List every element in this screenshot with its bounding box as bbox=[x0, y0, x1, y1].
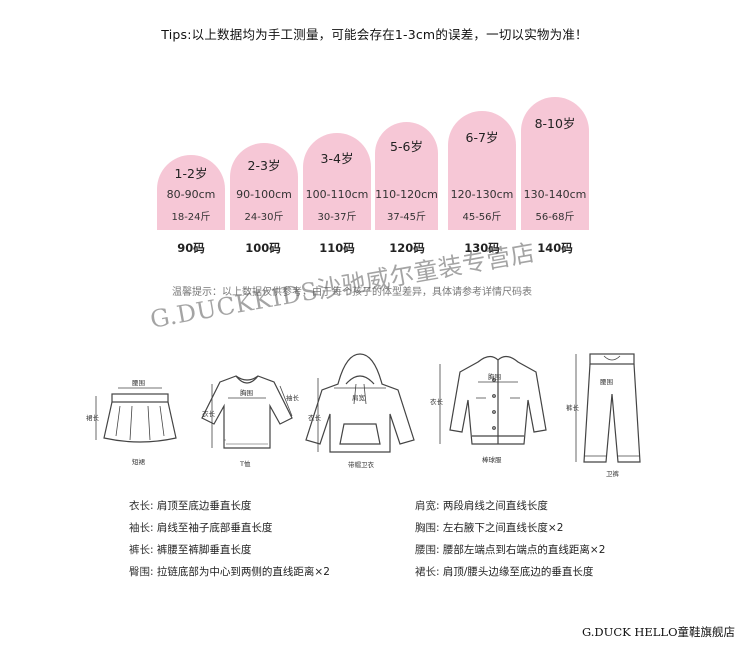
jacket-label: 棒球服 bbox=[482, 455, 502, 464]
measurement-legend-left: 衣长: 肩顶至底边垂直长度 袖长: 肩线至袖子底部垂直长度 裤长: 裤腰至裤脚垂… bbox=[129, 495, 330, 583]
legend-row: 臀围: 拉链底部为中心到两侧的直线距离×2 bbox=[129, 566, 330, 578]
size-code: 100码 bbox=[245, 241, 281, 255]
card-age: 1-2岁 bbox=[174, 166, 208, 181]
garment-sketches: 短裙 腰围 裙长 T恤 胸围 袖长 衣长 带帽卫衣 肩宽 衣长 棒球服 胸围 衣… bbox=[86, 353, 641, 478]
tshirt-label: T恤 bbox=[239, 459, 251, 468]
card-height: 100-110cm bbox=[305, 188, 369, 201]
card-height: 120-130cm bbox=[450, 188, 514, 201]
legend-row: 衣长: 肩顶至底边垂直长度 bbox=[129, 500, 252, 512]
card-weight: 30-37斤 bbox=[317, 212, 357, 223]
size-card-6-7: 6-7岁 120-130cm 45-56斤 bbox=[448, 111, 516, 230]
jacket-chest-label: 胸围 bbox=[488, 372, 501, 381]
size-card-5-6: 5-6岁 110-120cm 37-45斤 bbox=[375, 122, 438, 230]
legend-row: 腰围: 腰部左端点到右端点的直线距离×2 bbox=[415, 544, 606, 556]
hoodie-label: 带帽卫衣 bbox=[348, 460, 375, 469]
jacket-length-label: 衣长 bbox=[430, 397, 444, 406]
size-code: 120码 bbox=[389, 241, 425, 255]
shop-footer: G.DUCK HELLO童鞋旗舰店 bbox=[581, 625, 735, 639]
size-card-1-2: 1-2岁 80-90cm 18-24斤 bbox=[157, 155, 225, 230]
card-age: 5-6岁 bbox=[390, 139, 423, 154]
card-weight: 24-30斤 bbox=[244, 212, 284, 223]
card-weight: 45-56斤 bbox=[462, 212, 502, 223]
card-weight: 18-24斤 bbox=[171, 212, 211, 223]
card-age: 6-7岁 bbox=[465, 130, 499, 145]
size-card-3-4: 3-4岁 100-110cm 30-37斤 bbox=[303, 133, 371, 230]
size-card-8-10: 8-10岁 130-140cm 56-68斤 bbox=[521, 97, 589, 230]
skirt-length-label: 裙长 bbox=[86, 413, 100, 422]
card-age: 8-10岁 bbox=[534, 116, 576, 131]
tshirt-sketch bbox=[201, 375, 293, 449]
size-code: 130码 bbox=[464, 241, 500, 255]
size-card-2-3: 2-3岁 90-100cm 24-30斤 bbox=[230, 143, 298, 230]
skirt-label: 短裙 bbox=[132, 457, 146, 466]
tshirt-length-label: 衣长 bbox=[202, 409, 216, 418]
card-height: 90-100cm bbox=[236, 188, 292, 201]
pants-sketch bbox=[575, 353, 641, 463]
tshirt-sleeve-label: 袖长 bbox=[286, 393, 300, 402]
tshirt-chest-label: 胸围 bbox=[240, 388, 253, 397]
legend-row: 裙长: 肩顶/腰头边缘至底边的垂直长度 bbox=[415, 566, 594, 578]
measurement-legend-right: 肩宽: 两段肩线之间直线长度 胸围: 左右腋下之间直线长度×2 腰围: 腰部左端… bbox=[415, 495, 605, 583]
skirt-sketch bbox=[95, 387, 177, 443]
card-weight: 37-45斤 bbox=[386, 212, 427, 223]
legend-row: 肩宽: 两段肩线之间直线长度 bbox=[415, 500, 548, 512]
hoodie-length-label: 衣长 bbox=[308, 413, 322, 422]
card-age: 2-3岁 bbox=[247, 158, 281, 173]
legend-row: 袖长: 肩线至袖子底部垂直长度 bbox=[129, 522, 273, 534]
pants-length-label: 裤长 bbox=[566, 403, 580, 412]
size-code: 110码 bbox=[319, 241, 355, 255]
card-weight: 56-68斤 bbox=[535, 212, 575, 223]
size-code: 90码 bbox=[177, 241, 205, 255]
pants-label: 卫裤 bbox=[606, 469, 620, 478]
card-height: 80-90cm bbox=[166, 188, 216, 201]
legend-row: 裤长: 裤腰至裤脚垂直长度 bbox=[129, 544, 252, 556]
skirt-waist-label: 腰围 bbox=[132, 379, 145, 387]
tips-text: Tips:以上数据均为手工测量，可能会存在1-3cm的误差，一切以实物为准！ bbox=[161, 27, 588, 42]
hoodie-shoulder-label: 肩宽 bbox=[352, 393, 366, 402]
hoodie-sketch bbox=[305, 353, 415, 453]
pants-waist-label: 腰围 bbox=[600, 378, 613, 386]
jacket-sketch bbox=[439, 355, 547, 445]
card-age: 3-4岁 bbox=[320, 151, 354, 166]
size-code: 140码 bbox=[537, 241, 573, 255]
card-height: 130-140cm bbox=[523, 188, 587, 201]
card-height: 110-120cm bbox=[375, 188, 438, 201]
legend-row: 胸围: 左右腋下之间直线长度×2 bbox=[415, 522, 564, 534]
warm-tip: 温馨提示：以上数据仅供参考，由于每个孩子的体型差异，具体请参考详情尺码表 bbox=[172, 287, 532, 298]
